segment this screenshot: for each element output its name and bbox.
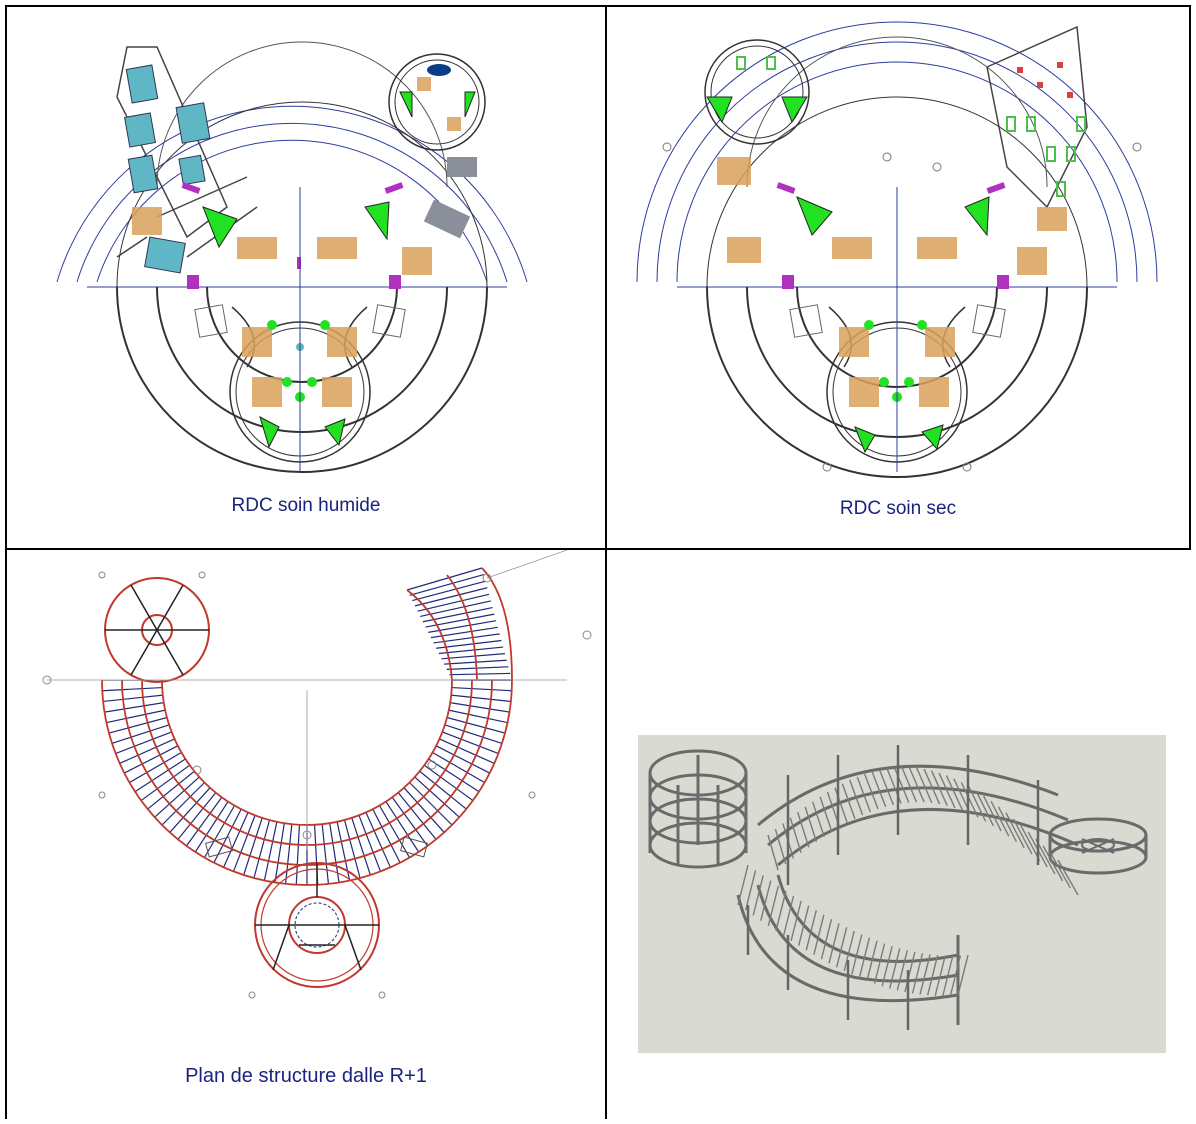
caption-plan-structure: Plan de structure dalle R+1 xyxy=(185,1065,427,1087)
steel-frame-render xyxy=(648,745,1148,1030)
grid-divider-horizontal xyxy=(5,548,1191,550)
stairs-icon xyxy=(776,182,1009,289)
pool-icon xyxy=(124,64,211,274)
structure-plan xyxy=(42,550,592,999)
caption-rdc-soin-humide: RDC soin humide xyxy=(231,495,381,516)
floor-plan-sec xyxy=(636,21,1158,478)
cell-rdc-soin-humide: RDC soin humide xyxy=(7,7,605,548)
grid-border-left xyxy=(5,5,7,1119)
wing-rafters xyxy=(406,567,512,681)
cell-plan-structure: Plan de structure dalle R+1 xyxy=(7,550,605,1119)
render-beams xyxy=(737,766,1079,996)
stairs-icon xyxy=(181,182,404,289)
grid-border-top xyxy=(5,5,1191,7)
grid-border-right xyxy=(1189,5,1191,550)
caption-rdc-soin-sec: RDC soin sec xyxy=(839,498,957,519)
bottom-column-ring xyxy=(254,862,380,988)
green-room-icon xyxy=(706,96,990,454)
green-room-icon xyxy=(202,91,476,449)
cell-3d-render xyxy=(607,550,1191,1119)
render-panel xyxy=(638,735,1166,1053)
top-column-ring xyxy=(104,577,210,683)
floor-plan-humide xyxy=(56,41,528,473)
cell-rdc-soin-sec: RDC soin sec xyxy=(607,7,1189,548)
figure-grid: RDC soin humide xyxy=(5,5,1191,1119)
grid-divider-vertical xyxy=(605,5,607,1119)
